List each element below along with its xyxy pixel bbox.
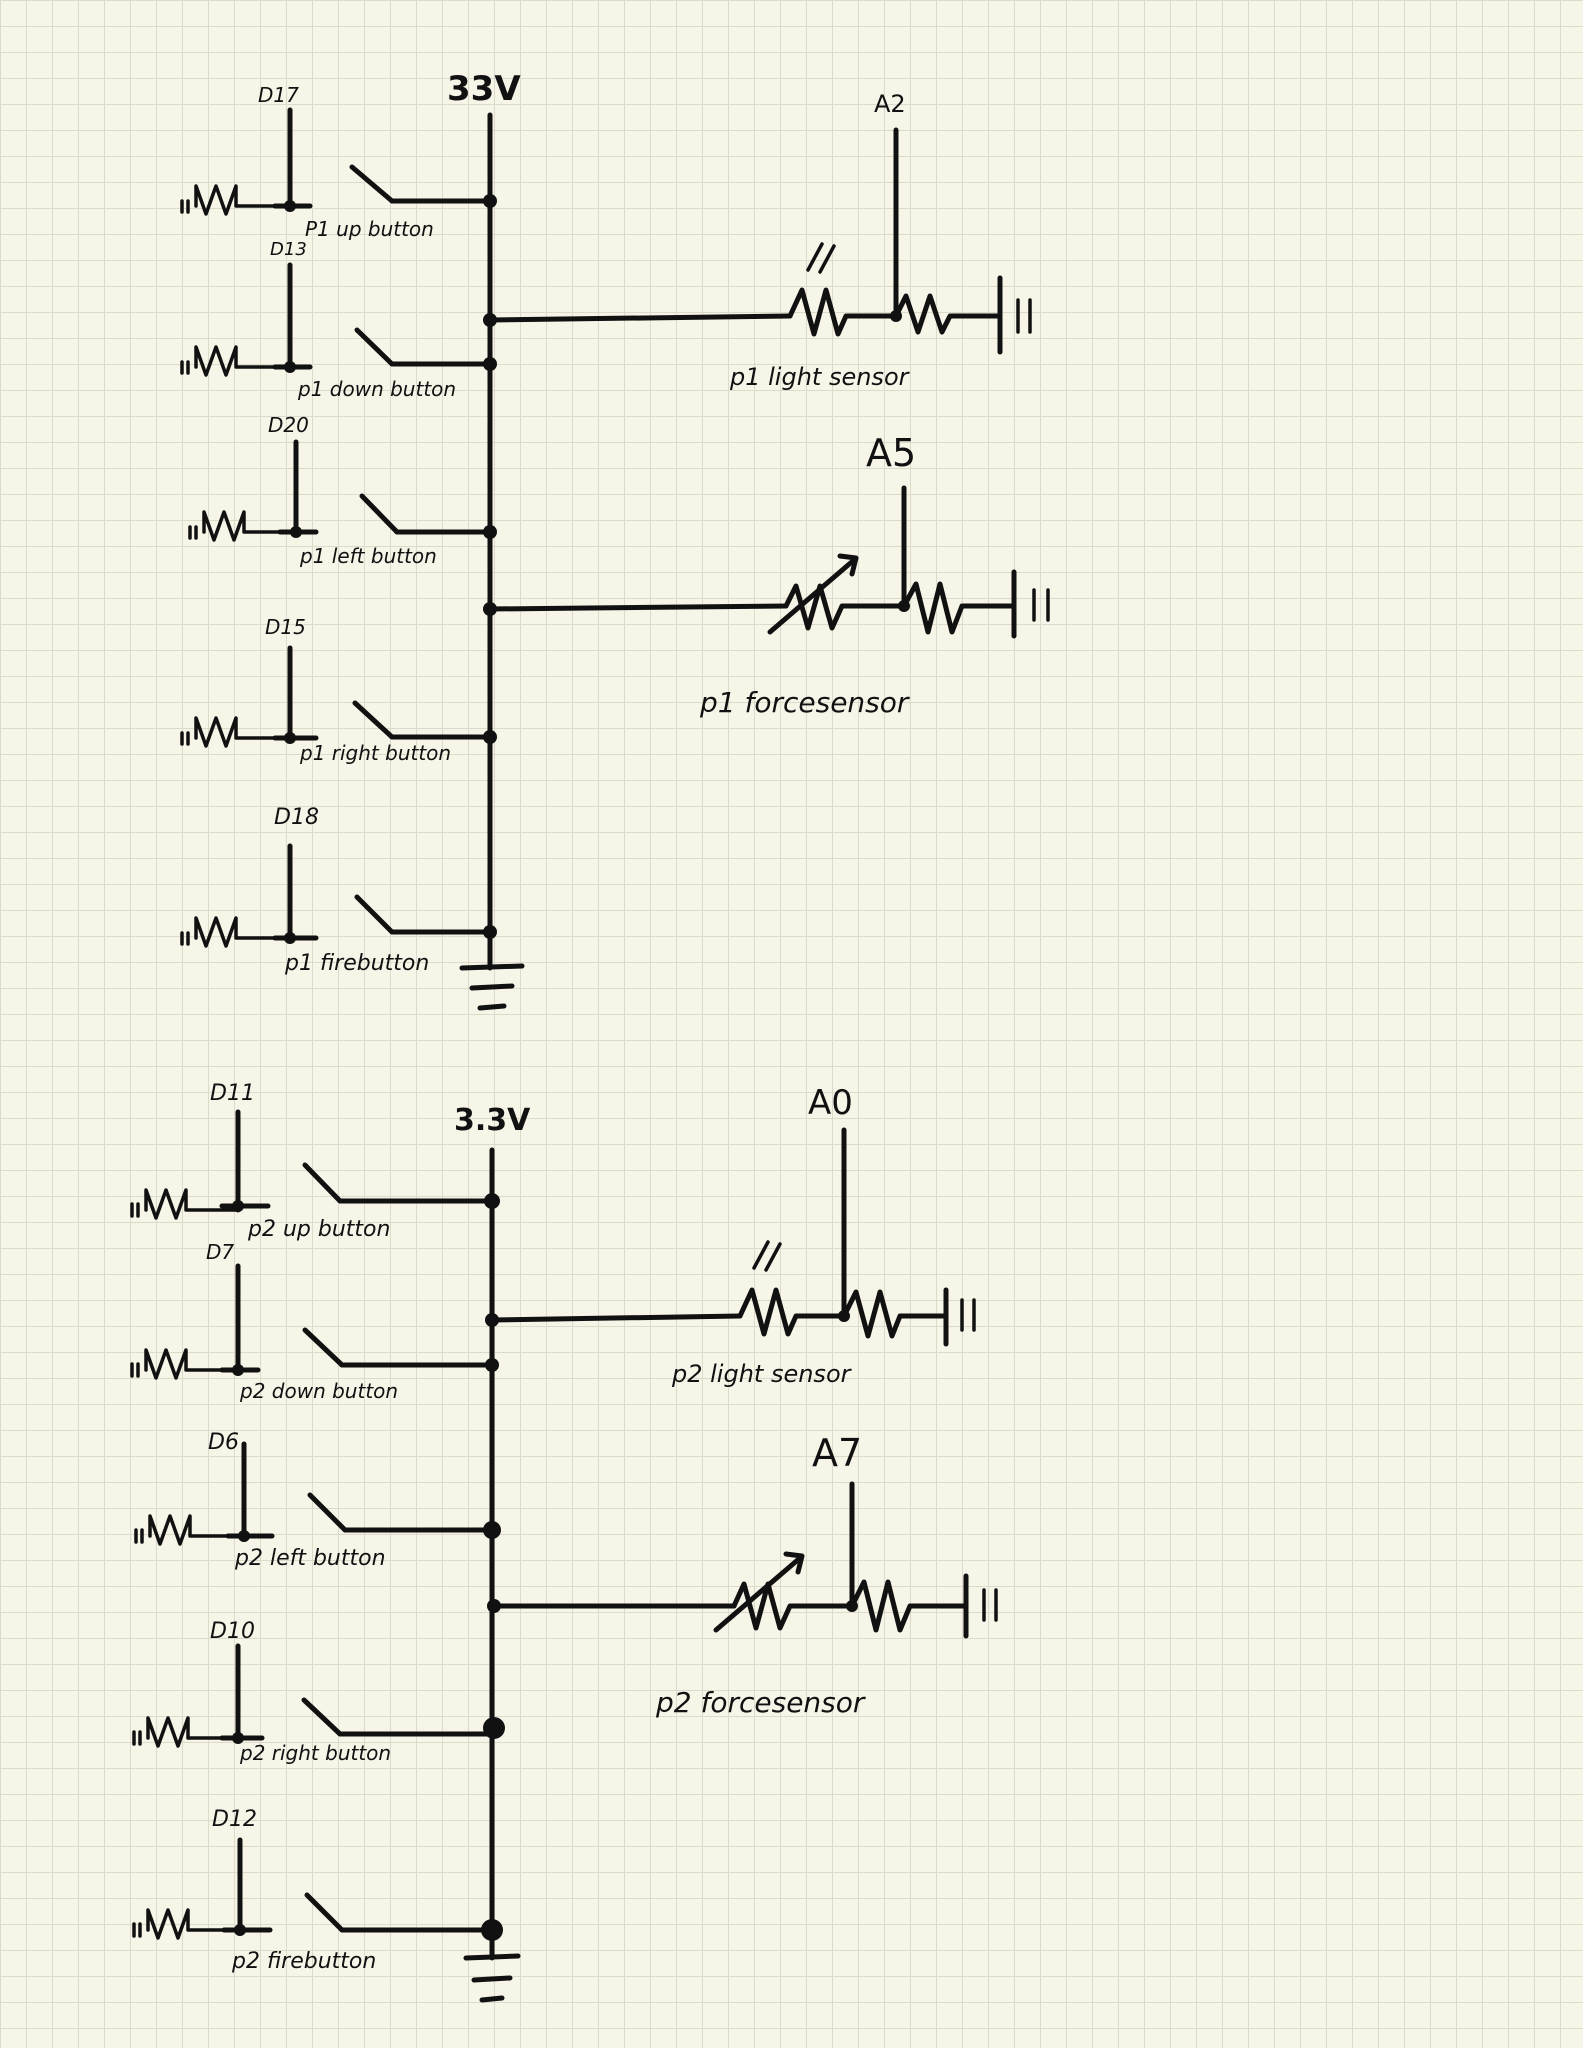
circuit-1: 33V D17 P1 up button D13 — [180, 69, 1050, 1011]
button-label: p2 right button — [239, 1741, 391, 1765]
pulldown-resistor — [180, 716, 292, 748]
pin-label: D15 — [265, 615, 306, 639]
sensor-label: p1 light sensor — [729, 363, 911, 391]
button-circuit: D18 p1 firebutton — [180, 805, 497, 976]
pulldown-resistor — [132, 1908, 242, 1940]
pulldown-resistor — [180, 184, 292, 216]
button-circuit: D10 p2 right button — [132, 1619, 505, 1765]
button-circuit: D20 p1 left button — [188, 413, 497, 568]
switch-contact — [302, 1162, 343, 1204]
junction — [484, 1193, 500, 1209]
switch-contact — [302, 1327, 345, 1368]
junction — [485, 1358, 499, 1372]
pulldown-resistor — [134, 1514, 246, 1546]
light-sensor-circuit: A2 p1 light sensor — [483, 90, 1032, 391]
pin-label: D13 — [270, 239, 307, 260]
button-label: p2 down button — [239, 1379, 398, 1403]
switch-contact — [304, 1892, 345, 1933]
light-sensor-circuit: A0 p2 light sensor — [485, 1083, 976, 1388]
pulldown-resistor — [180, 916, 292, 948]
button-circuit: D11 p2 up button — [130, 1081, 500, 1242]
resistor — [849, 1579, 967, 1633]
button-circuit: D12 p2 firebutton — [132, 1807, 503, 1974]
button-label: p1 firebutton — [284, 951, 429, 976]
button-label: p1 right button — [299, 741, 451, 765]
junction — [483, 1717, 505, 1739]
sensor-label: p2 forcesensor — [655, 1686, 866, 1719]
pulldown-resistor — [130, 1348, 240, 1380]
button-label: p2 left button — [234, 1546, 386, 1571]
force-sensor-circuit: A7 p2 forcesensor — [487, 1431, 998, 1719]
circuit-2: 3.3V D11 p2 up button D7 — [130, 1081, 998, 2003]
analog-pin-label: A2 — [874, 90, 906, 118]
photoresistor-symbol — [787, 287, 899, 337]
button-circuit: D13 p1 down button — [180, 239, 497, 401]
supply-label: 33V — [447, 69, 521, 109]
supply-label: 3.3V — [454, 1103, 531, 1138]
button-label: p1 down button — [297, 377, 456, 401]
button-circuit: D17 P1 up button — [180, 83, 497, 241]
sensor-label: p1 forcesensor — [699, 686, 910, 719]
button-circuit: D7 p2 down button — [130, 1240, 499, 1403]
switch-contact — [354, 894, 395, 935]
analog-pin-label: A7 — [812, 1431, 862, 1475]
switch-contact — [352, 700, 395, 740]
force-sensor-circuit: A5 p1 forcesensor — [483, 431, 1050, 719]
button-label: p2 up button — [247, 1217, 390, 1242]
ground-symbol — [459, 929, 525, 1011]
switch-contact — [301, 1697, 343, 1737]
junction — [483, 357, 497, 371]
sensor-label: p2 light sensor — [671, 1360, 853, 1388]
analog-pin-label: A5 — [866, 431, 916, 475]
analog-pin-label: A0 — [808, 1083, 853, 1123]
pin-label: D6 — [208, 1430, 239, 1455]
pin-label: D17 — [258, 83, 299, 107]
junction — [483, 925, 497, 939]
junction — [483, 194, 497, 208]
light-arrow — [806, 242, 824, 272]
pulldown-resistor — [132, 1716, 240, 1748]
pin-label: D20 — [268, 413, 309, 437]
variable-arrow — [767, 557, 857, 635]
junction — [481, 1919, 503, 1941]
variable-arrow — [713, 1555, 803, 1633]
pin-label: D10 — [210, 1619, 255, 1644]
variable-resistor-symbol — [783, 583, 907, 631]
pin-label: D7 — [206, 1240, 234, 1264]
resistor — [841, 1289, 947, 1339]
switch-contact — [307, 1492, 348, 1533]
pin-label: D12 — [212, 1807, 257, 1832]
pulldown-resistor — [180, 345, 292, 377]
pin-label: D11 — [210, 1081, 255, 1106]
junction — [483, 525, 497, 539]
pin-label: D18 — [274, 805, 319, 830]
button-label: p1 left button — [299, 544, 437, 568]
button-circuit: D6 p2 left button — [134, 1430, 501, 1571]
button-label: p2 firebutton — [231, 1949, 376, 1974]
junction — [483, 1521, 501, 1539]
pulldown-resistor — [188, 510, 298, 542]
photoresistor-symbol — [737, 1287, 847, 1337]
resistor — [901, 581, 1015, 635]
switch-contact — [359, 493, 400, 535]
switch-contact — [354, 327, 395, 367]
variable-resistor-symbol — [731, 1581, 855, 1631]
button-circuit: D15 p1 right button — [180, 615, 497, 765]
button-label: P1 up button — [305, 217, 434, 241]
switch-contact — [349, 164, 395, 204]
light-arrow — [752, 1240, 770, 1270]
junction — [483, 730, 497, 744]
pulldown-resistor — [130, 1188, 240, 1220]
resistor — [893, 293, 1001, 335]
